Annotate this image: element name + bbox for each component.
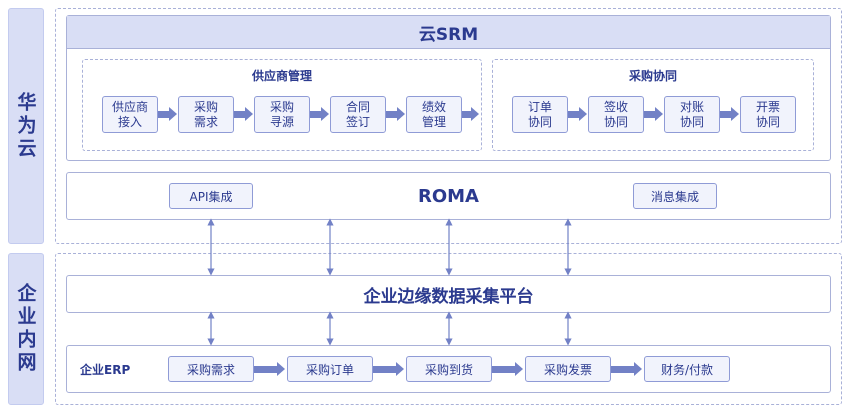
node-reconcile-collab[interactable]: 对账 协同	[664, 96, 720, 133]
erp-step-payment[interactable]: 财务/付款	[644, 356, 730, 382]
arrow-erp-4-head	[634, 362, 642, 376]
cloud-label: 华为云	[14, 91, 37, 161]
node-supplier-onboard[interactable]: 供应商 接入	[102, 96, 158, 133]
node-contract-sign[interactable]: 合同 签订	[330, 96, 386, 133]
arrow-purchase-2	[644, 111, 656, 118]
api-integration-pill[interactable]: API集成	[169, 183, 253, 209]
arrow-supplier-1	[158, 111, 170, 118]
intranet-label: 企业内网	[14, 283, 37, 375]
message-integration-pill[interactable]: 消息集成	[633, 183, 717, 209]
roma-title: ROMA	[417, 185, 479, 207]
arrow-purchase-1-head	[579, 107, 587, 121]
arrow-purchase-3-head	[731, 107, 739, 121]
arrow-supplier-3	[310, 111, 322, 118]
sidebar-cloud: 华为云	[8, 8, 44, 244]
arrow-purchase-1	[568, 111, 580, 118]
erp-step-demand[interactable]: 采购需求	[168, 356, 254, 382]
arrow-erp-2-head	[396, 362, 404, 376]
arrow-supplier-1-head	[169, 107, 177, 121]
node-purchase-demand[interactable]: 采购 需求	[178, 96, 234, 133]
arrow-supplier-3-head	[321, 107, 329, 121]
arrow-supplier-4	[386, 111, 398, 118]
arrow-erp-1	[254, 366, 278, 373]
node-receipt-collab[interactable]: 签收 协同	[588, 96, 644, 133]
arrow-erp-3	[492, 366, 516, 373]
arrow-erp-4	[611, 366, 635, 373]
erp-step-arrival[interactable]: 采购到货	[406, 356, 492, 382]
supplier-group-title: 供应商管理	[251, 69, 312, 83]
edge-platform-bar: 企业边缘数据采集平台	[66, 275, 831, 313]
erp-label: 企业ERP	[80, 363, 131, 377]
arrow-erp-3-head	[515, 362, 523, 376]
node-order-collab[interactable]: 订单 协同	[512, 96, 568, 133]
erp-step-order[interactable]: 采购订单	[287, 356, 373, 382]
arrow-purchase-3	[720, 111, 732, 118]
node-purchase-sourcing[interactable]: 采购 寻源	[254, 96, 310, 133]
sidebar-intranet: 企业内网	[8, 253, 44, 405]
supplier-group	[82, 59, 482, 151]
purchase-group-title: 采购协同	[628, 69, 677, 83]
arrow-supplier-5-head	[471, 107, 479, 121]
purchase-group	[492, 59, 814, 151]
arrow-purchase-2-head	[655, 107, 663, 121]
srm-title: 云SRM	[67, 16, 830, 49]
arrow-erp-2	[373, 366, 397, 373]
node-performance[interactable]: 绩效 管理	[406, 96, 462, 133]
arrow-erp-1-head	[277, 362, 285, 376]
arrow-supplier-4-head	[397, 107, 405, 121]
node-invoice-collab[interactable]: 开票 协同	[740, 96, 796, 133]
arrow-supplier-5	[462, 111, 472, 118]
srm-panel: 云SRM	[66, 15, 831, 161]
arrow-supplier-2	[234, 111, 246, 118]
edge-platform-title: 企业边缘数据采集平台	[363, 286, 534, 307]
arrow-supplier-2-head	[245, 107, 253, 121]
erp-step-invoice[interactable]: 采购发票	[525, 356, 611, 382]
